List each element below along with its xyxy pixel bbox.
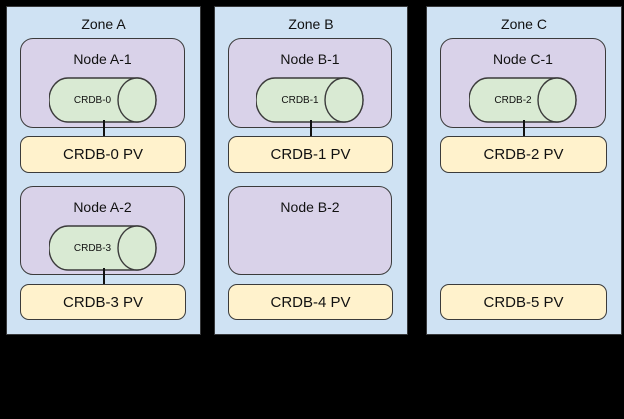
node-b2-label: Node B-2 xyxy=(280,199,340,215)
node-box-c1: Node C-1 CRDB-2 xyxy=(440,38,606,128)
pv-box: CRDB-1 PV xyxy=(228,136,393,173)
node-c1-label: Node C-1 xyxy=(493,51,553,67)
crdb-cylinder-icon: CRDB-0 xyxy=(48,77,157,123)
crdb-cylinder-icon: CRDB-2 xyxy=(469,77,577,123)
zone-box-b: Zone B Node B-1 CRDB-1 CRDB-1 PV Node B-… xyxy=(214,6,408,335)
node-box-b2-empty: Node B-2 xyxy=(228,186,392,275)
cylinder-label: CRDB-2 xyxy=(494,94,532,106)
pv-box: CRDB-0 PV xyxy=(20,136,186,173)
zone-a-label: Zone A xyxy=(81,16,126,32)
pv-box: CRDB-3 PV xyxy=(20,284,186,320)
connector-line xyxy=(102,120,105,137)
zone-c-label: Zone C xyxy=(501,16,547,32)
node-box-a1: Node A-1 CRDB-0 xyxy=(20,38,185,128)
node-box-a2: Node A-2 CRDB-3 xyxy=(20,186,185,275)
connector-line xyxy=(102,268,105,285)
crdb-cylinder-icon: CRDB-1 xyxy=(256,77,364,123)
node-a2-label: Node A-2 xyxy=(73,199,132,215)
node-a1-label: Node A-1 xyxy=(73,51,132,67)
pv-label: CRDB-1 PV xyxy=(270,146,351,163)
pv-label: CRDB-0 PV xyxy=(62,146,144,163)
cylinder-label: CRDB-0 xyxy=(73,94,112,106)
node-b1-label: Node B-1 xyxy=(280,51,340,67)
zone-box-c: Zone C Node C-1 CRDB-2 CRDB-2 PV CRDB-5 … xyxy=(426,6,622,335)
cylinder-label: CRDB-1 xyxy=(281,94,319,106)
zone-box-a: Zone A Node A-1 CRDB-0 CRDB-0 PV Node A-… xyxy=(6,6,201,335)
zone-b-label: Zone B xyxy=(288,16,334,32)
crdb-cylinder-icon: CRDB-3 xyxy=(48,225,157,271)
connector-line xyxy=(523,120,525,137)
pv-label: CRDB-5 PV xyxy=(483,293,564,311)
pv-label: CRDB-2 PV xyxy=(483,146,564,163)
connector-line xyxy=(310,120,312,137)
node-box-b1: Node B-1 CRDB-1 xyxy=(228,38,392,128)
pv-box: CRDB-4 PV xyxy=(228,284,393,320)
pv-label: CRDB-4 PV xyxy=(270,293,351,311)
pv-box: CRDB-5 PV xyxy=(440,284,607,320)
pv-label: CRDB-3 PV xyxy=(62,293,144,311)
cylinder-label: CRDB-3 xyxy=(73,242,112,254)
pv-box: CRDB-2 PV xyxy=(440,136,607,173)
